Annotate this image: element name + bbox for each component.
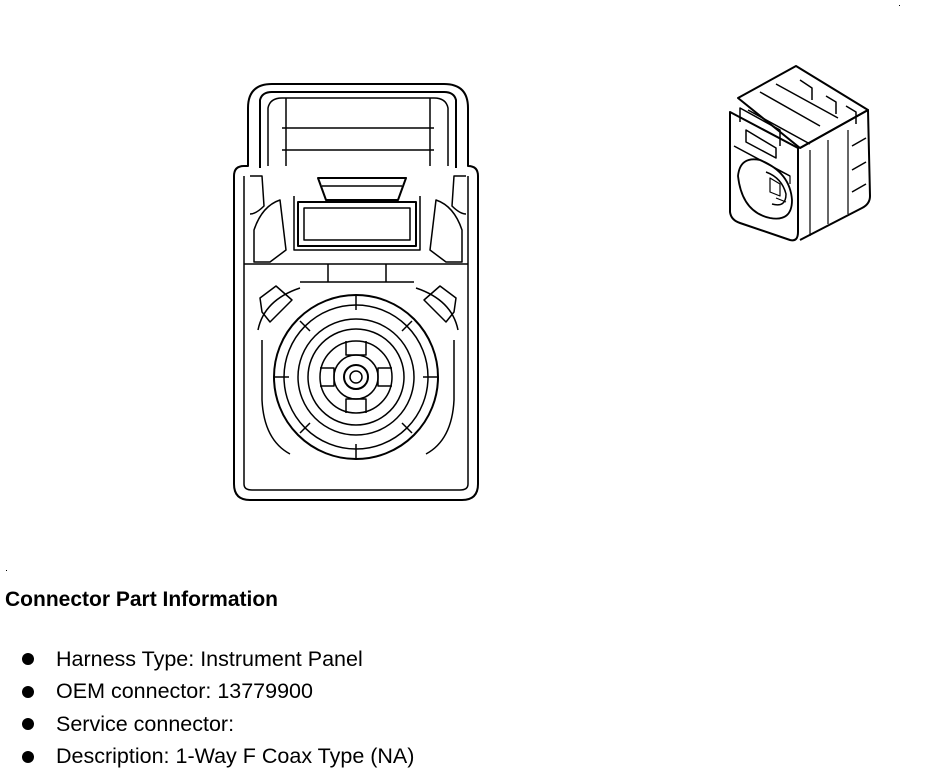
- list-item: Description: 1-Way F Coax Type (NA): [20, 741, 414, 774]
- lock-latch: [317, 177, 407, 201]
- bullet-dot-icon: [22, 653, 34, 666]
- list-item: Harness Type: Instrument Panel: [20, 643, 414, 676]
- connector-body-outline: [233, 83, 479, 501]
- list-item: OEM connector: 13779900: [20, 676, 414, 709]
- list-item: Service connector:: [20, 708, 414, 741]
- bullet-dot-icon: [22, 750, 34, 763]
- oem-connector-text: OEM connector: 13779900: [56, 679, 313, 704]
- harness-type-text: Harness Type: Instrument Panel: [56, 646, 363, 671]
- bullet-dot-icon: [22, 718, 34, 731]
- bullet-dot-icon: [22, 685, 34, 698]
- service-connector-text: Service connector:: [56, 711, 235, 736]
- iso-right-face: [799, 109, 871, 241]
- connector-front-view-illustration: [233, 83, 479, 501]
- lock-housing: [259, 91, 457, 168]
- section-heading: Connector Part Information: [5, 588, 279, 611]
- stray-dot-left: [6, 570, 7, 571]
- coax-terminal: [273, 294, 439, 460]
- stray-dot-top-right: [899, 5, 900, 6]
- iso-front-face: [729, 111, 799, 242]
- description-text: Description: 1-Way F Coax Type (NA): [56, 744, 415, 769]
- connector-isometric-illustration: [729, 65, 871, 242]
- connector-info-list: Harness Type: Instrument Panel OEM conne…: [20, 643, 414, 773]
